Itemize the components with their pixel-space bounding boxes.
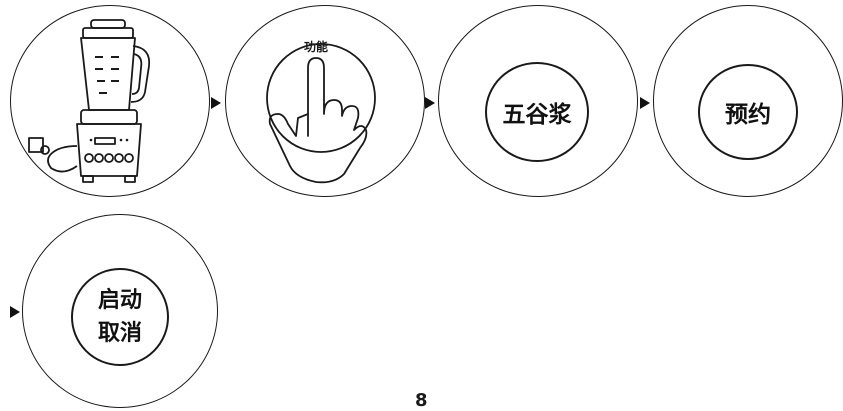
- page-number: 8: [415, 390, 428, 411]
- step-start-cancel: 启动 取消: [22, 214, 218, 408]
- next-arrow-icon: [10, 306, 20, 318]
- step-schedule: 预约: [653, 5, 843, 197]
- function-button-label: 功能: [304, 40, 329, 54]
- step-press-function: 功能: [225, 5, 425, 197]
- cancel-label: 取消: [97, 321, 142, 346]
- grain-milk-button: 五谷浆: [485, 62, 589, 162]
- next-arrow-icon: [425, 97, 435, 109]
- step-plug-in: [10, 5, 210, 197]
- start-cancel-button: 启动 取消: [71, 268, 169, 366]
- next-arrow-icon: [211, 97, 221, 109]
- blender-plugged-in-icon: [28, 19, 151, 183]
- finger-press-icon: [266, 43, 376, 184]
- step-grain-milk: 五谷浆: [438, 5, 638, 197]
- start-label: 启动: [97, 288, 142, 313]
- next-arrow-icon: [640, 97, 650, 109]
- schedule-button: 预约: [698, 64, 798, 160]
